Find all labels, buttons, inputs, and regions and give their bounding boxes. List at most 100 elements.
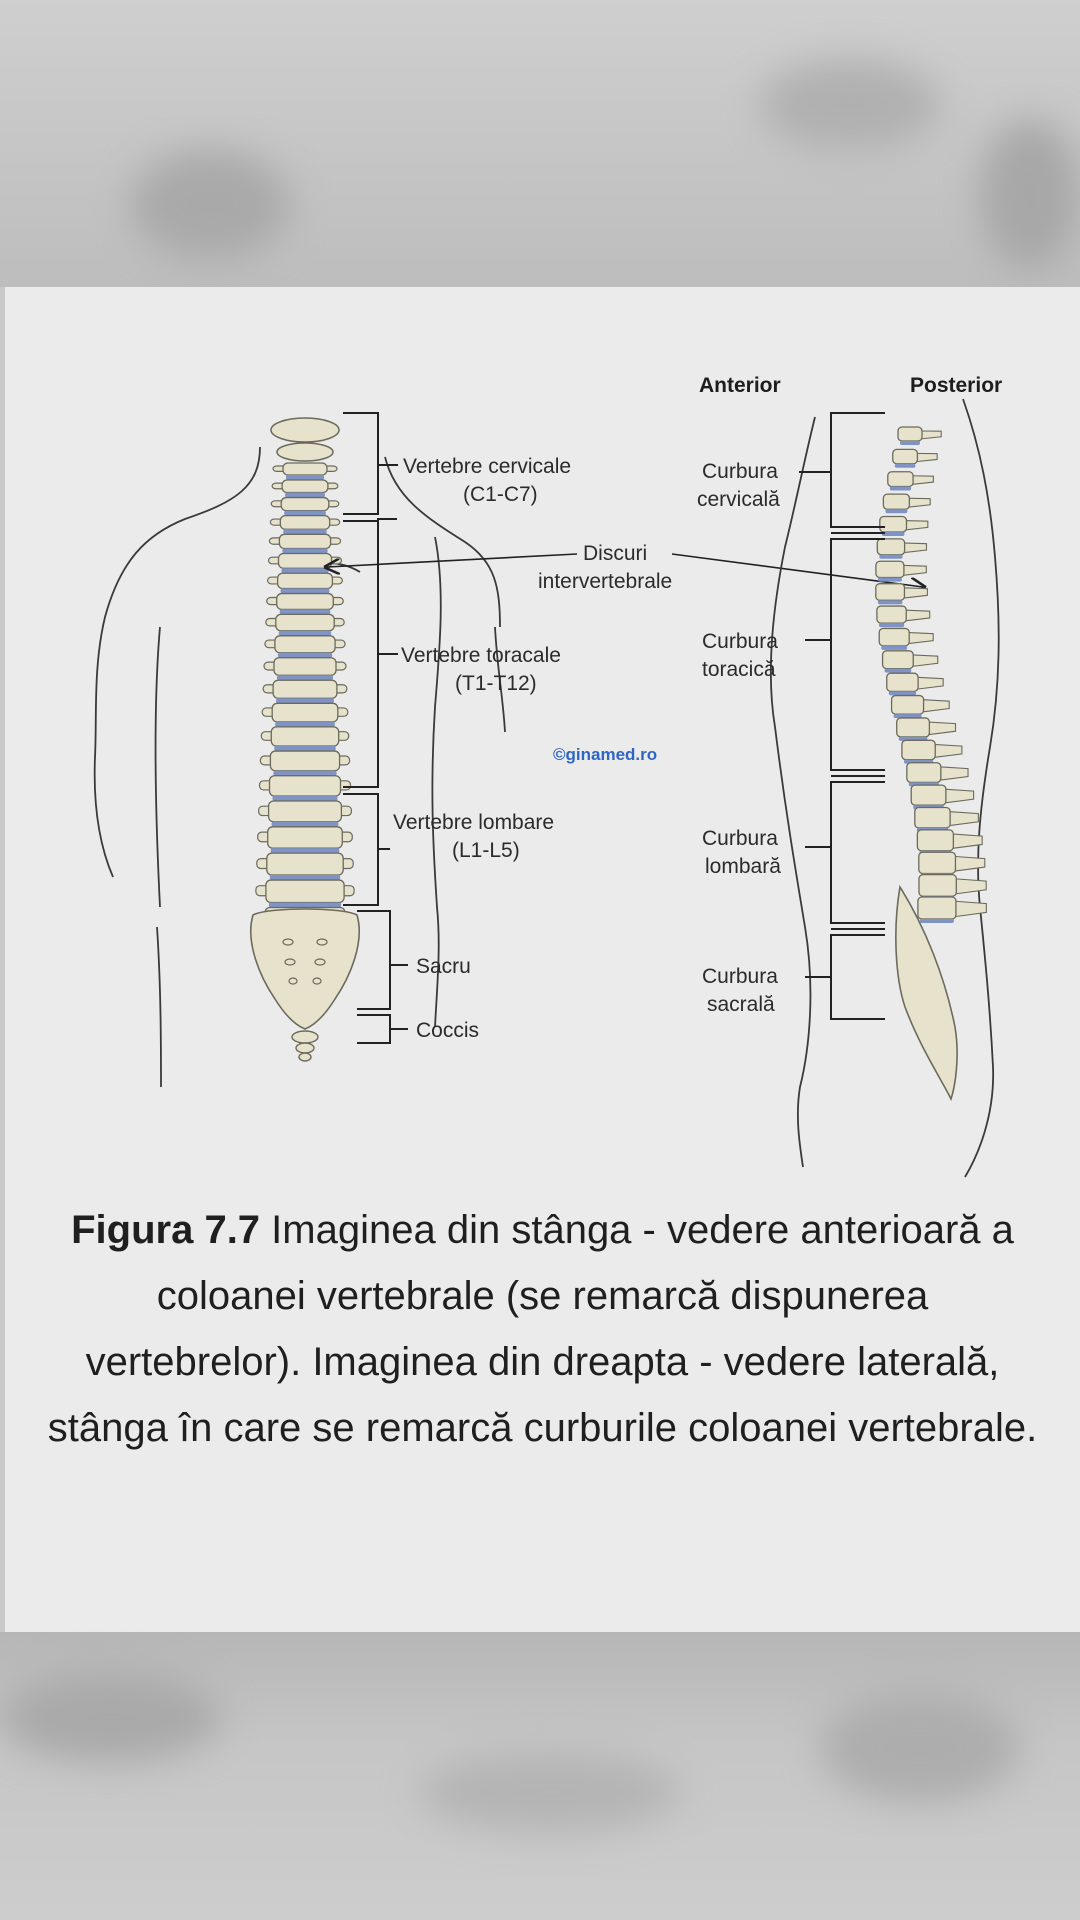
credit-watermark: ©ginamed.ro xyxy=(553,745,657,764)
vertebra-lateral xyxy=(906,762,969,784)
vertebra-lateral xyxy=(892,448,938,465)
vertebra-lateral xyxy=(876,605,931,624)
vertebra-lateral xyxy=(890,694,950,715)
vertebra-anterior xyxy=(267,572,344,590)
vertebra-anterior xyxy=(257,826,353,849)
intervertebral-disc xyxy=(889,486,912,491)
vertebra-anterior xyxy=(270,496,340,512)
intervertebral-disc xyxy=(275,721,335,727)
intervertebral-disc xyxy=(278,630,332,636)
vertebra-anterior xyxy=(261,702,349,723)
right-brackets xyxy=(799,412,885,1020)
intervertebral-disc xyxy=(279,609,331,615)
intervertebral-disc xyxy=(280,588,330,594)
coccyx-bone xyxy=(291,1030,319,1044)
intervertebral-disc xyxy=(894,463,916,468)
label-discs-line2: intervertebrale xyxy=(538,570,672,593)
vertebra-anterior xyxy=(271,479,339,494)
header-anterior: Anterior xyxy=(699,374,781,397)
anterior-spine xyxy=(249,417,361,1062)
intervertebral-disc xyxy=(270,848,340,854)
vertebra-lateral xyxy=(881,650,939,670)
vertebra-anterior xyxy=(269,514,341,530)
intervertebral-disc xyxy=(269,875,341,881)
vertebra-lateral xyxy=(914,806,979,829)
vertebra-lateral xyxy=(910,784,975,806)
vertebra-lateral xyxy=(875,560,927,579)
vertebra-anterior xyxy=(255,879,355,904)
vertebra-lateral xyxy=(918,873,987,897)
blurred-bottom-background xyxy=(0,1632,1080,1920)
label-cervical-range: (C1-C7) xyxy=(463,483,538,506)
label-thoracic-curve: Curbura xyxy=(702,630,778,653)
label-thoracic-range: (T1-T12) xyxy=(455,672,537,695)
intervertebral-disc xyxy=(284,510,326,516)
intervertebral-disc xyxy=(878,623,905,628)
lateral-body-outline xyxy=(769,398,1000,1178)
intervertebral-disc xyxy=(285,492,325,498)
intervertebral-disc xyxy=(885,509,908,514)
vertebra-lateral xyxy=(886,672,944,693)
label-lumbar-range: (L1-L5) xyxy=(452,839,520,862)
intervertebral-disc xyxy=(877,577,902,582)
label-discs: Discuri xyxy=(583,542,647,565)
label-sacral-curve: Curbura xyxy=(702,965,778,988)
lateral-spine xyxy=(875,426,987,1102)
spine-diagram: Vertebre cervicale (C1-C7) Discuri inter… xyxy=(93,374,1002,1178)
intervertebral-disc xyxy=(283,529,327,535)
vertebra-lateral xyxy=(918,851,986,875)
intervertebral-disc xyxy=(919,919,954,923)
intervertebral-disc xyxy=(271,821,339,827)
label-coccyx: Coccis xyxy=(416,1019,479,1042)
intervertebral-disc xyxy=(277,675,333,681)
caption-text: Imaginea din stânga - vedere anterioară … xyxy=(47,1208,1038,1450)
vertebra-lateral xyxy=(876,538,928,556)
vertebra-lateral xyxy=(879,515,929,533)
intervertebral-disc xyxy=(277,652,333,658)
vertebra-lateral xyxy=(875,583,928,601)
intervertebral-disc xyxy=(879,554,903,559)
vertebra-lateral xyxy=(896,717,957,738)
vertebra-anterior xyxy=(268,533,342,550)
intervertebral-disc xyxy=(888,691,917,696)
vertebra-anterior xyxy=(260,726,350,747)
sacrum-lateral xyxy=(895,884,958,1102)
label-lumbar-curve: Curbura xyxy=(702,827,778,850)
intervertebral-disc xyxy=(281,568,329,574)
header-posterior: Posterior xyxy=(910,374,1002,397)
label-thoracic-curve-line2: toracică xyxy=(702,658,776,681)
intervertebral-disc xyxy=(282,548,328,554)
label-cervical-curve: Curbura xyxy=(702,460,778,483)
intervertebral-disc xyxy=(268,902,342,908)
vertebra-lateral xyxy=(916,829,983,852)
intervertebral-disc xyxy=(893,714,922,719)
vertebra-lateral xyxy=(887,471,934,488)
vertebra-lateral xyxy=(878,627,934,647)
vertebra-lateral xyxy=(897,426,942,442)
label-lumbar-vertebrae: Vertebre lombare xyxy=(393,811,554,834)
vertebra-lateral xyxy=(901,739,963,761)
label-cervical-curve-line2: cervicală xyxy=(697,488,780,511)
vertebra-anterior xyxy=(258,775,352,797)
intervertebral-disc xyxy=(274,746,336,752)
intervertebral-disc xyxy=(900,441,920,445)
vertebra-anterior xyxy=(262,679,348,699)
intervertebral-disc xyxy=(884,668,912,673)
vertebra-lateral xyxy=(917,896,987,920)
figure-caption: Figura 7.7 Imaginea din stânga - vedere … xyxy=(45,1197,1040,1461)
blurred-top-background xyxy=(0,0,1080,287)
intervertebral-disc xyxy=(276,698,334,704)
intervertebral-disc xyxy=(881,645,908,650)
vertebra-lateral xyxy=(882,493,931,510)
sacrum-bone xyxy=(249,908,361,1030)
figure-card: Vertebre cervicale (C1-C7) Discuri inter… xyxy=(5,287,1080,1632)
intervertebral-disc xyxy=(273,770,337,776)
vertebra-anterior xyxy=(263,657,347,676)
intervertebral-disc xyxy=(272,796,338,801)
intervertebral-disc xyxy=(881,532,905,537)
vertebra-anterior xyxy=(264,635,346,654)
vertebra-anterior xyxy=(259,750,351,772)
vertebra-anterior xyxy=(267,552,343,569)
vertebra-anterior xyxy=(272,462,338,476)
label-sacrum: Sacru xyxy=(416,955,471,978)
